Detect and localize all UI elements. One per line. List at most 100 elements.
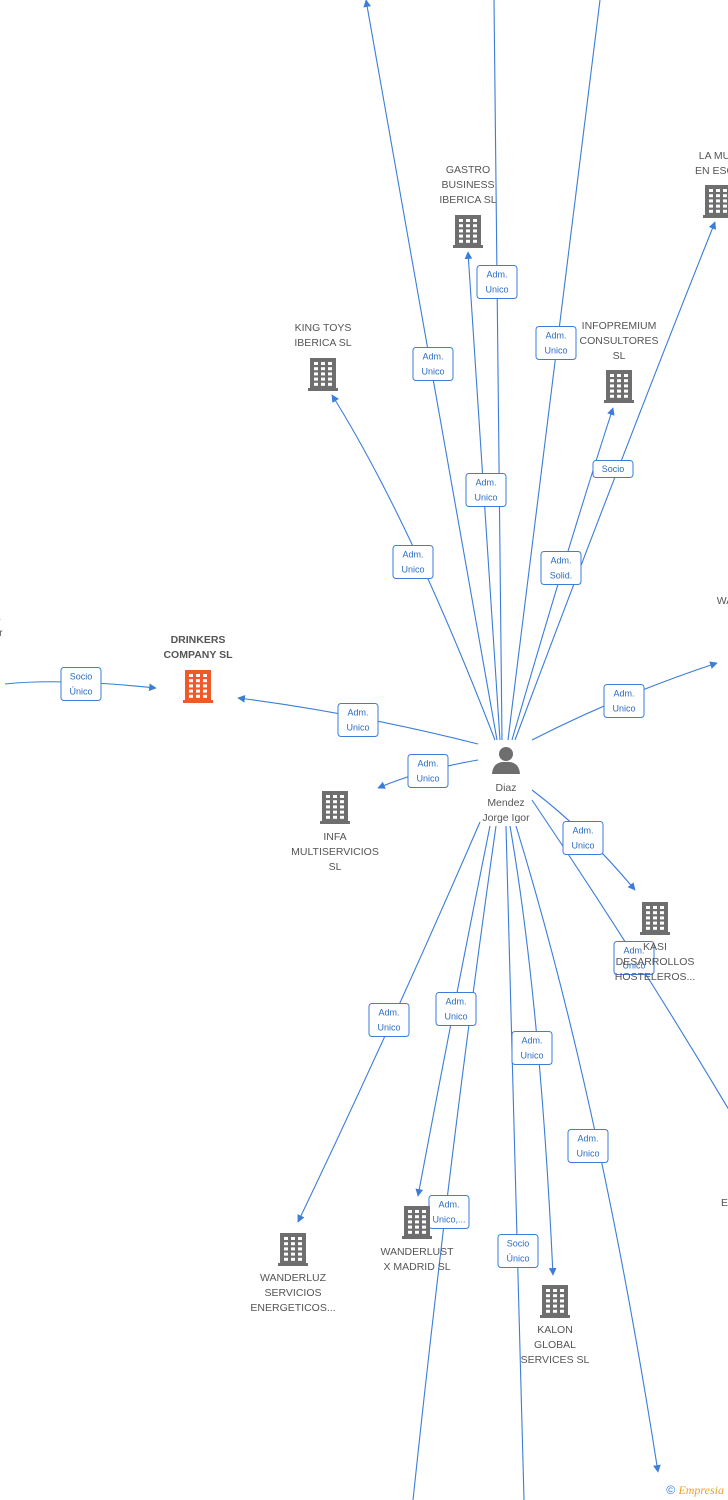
edge-label-text: Adm. — [445, 997, 466, 1007]
company-name-line: SERVICES SL — [521, 1354, 590, 1366]
edge-label-box — [465, 473, 507, 507]
edge-label-text: Unico — [401, 565, 424, 575]
edge-label-box — [540, 551, 582, 585]
edge-label-box — [476, 265, 518, 299]
edge-label-e6[interactable]: Adm.Solid. — [540, 551, 582, 585]
edge-label-e17[interactable]: Adm.Unico — [567, 1129, 609, 1163]
company-name-line: CONSULTORES — [580, 335, 659, 347]
person-name-line: Jorge Igor — [482, 812, 530, 824]
edge-label-e4[interactable]: Adm. Unico — [465, 473, 507, 507]
company-name-line: GASTRO — [446, 164, 490, 176]
edges-layer — [4, 0, 728, 1500]
edge-label-e11[interactable]: Adm.Unico — [562, 821, 604, 855]
edge-label-e1[interactable]: Adm.Unico — [412, 347, 454, 381]
company-name-line: SERVICIOS — [265, 1287, 322, 1299]
copyright-symbol: © — [666, 1483, 676, 1497]
edge-label-e9[interactable]: Adm.Unico — [407, 754, 449, 788]
edge-label-e8[interactable]: Adm.Unico — [337, 703, 379, 737]
company-name-line: WANDERLUZ — [260, 1272, 327, 1284]
edge-label-e15[interactable]: Adm. Unico,... — [428, 1195, 470, 1229]
company-name-line: MULTISERVICIOS — [291, 846, 379, 858]
company-name-line: INFOPREMIUM — [582, 320, 657, 332]
company-node-wanderluz[interactable]: WANDERLUZSERVICIOSENERGETICOS... — [250, 1233, 336, 1314]
edge-label-box — [613, 941, 655, 975]
edge-label-box — [368, 1003, 410, 1037]
edge-label-text: Adm. — [417, 759, 438, 769]
edge-label-e5[interactable]: Adm.Unico — [392, 545, 434, 579]
company-node-mright[interactable]: MSENTE — [721, 1167, 728, 1209]
edge-label-box — [535, 326, 577, 360]
company-name-line: KASI — [643, 941, 667, 953]
company-node-lamusica[interactable]: LA MUSEN ESCE — [695, 150, 728, 218]
footer-brand: © Empresia — [666, 1483, 724, 1498]
company-name-line: GLOBAL — [534, 1339, 576, 1351]
company-name-line: KALON — [537, 1324, 573, 1336]
building-icon — [278, 1233, 308, 1266]
edge-label-text: Unico — [520, 1051, 543, 1061]
company-name-line: ENTE — [721, 1197, 728, 1209]
edge-label-e2[interactable]: Adm.Unico — [476, 265, 518, 299]
company-name-line: DESARROLLOS — [616, 956, 695, 968]
edge-label-box — [392, 545, 434, 579]
edge-label-text: Adm. — [613, 689, 634, 699]
edge-label-text: Unico — [346, 723, 369, 733]
building-icon — [640, 902, 670, 935]
edge-label-text: Unico — [544, 346, 567, 356]
company-name-line: or — [0, 627, 3, 639]
edge-label-e10[interactable]: Adm.Unico — [603, 684, 645, 718]
edge-label-e12[interactable]: Adm.Unico — [613, 941, 655, 975]
edge-e17 — [515, 825, 661, 1473]
company-name-line: HOSTELEROS... — [615, 971, 696, 983]
edge-label-box — [562, 821, 604, 855]
edge-label-box — [497, 1234, 539, 1268]
edge-e7 — [514, 221, 717, 741]
company-name-line: s — [0, 612, 1, 624]
edge-label-box — [435, 992, 477, 1026]
edge-label-text: Único — [506, 1254, 529, 1264]
company-node-kasi[interactable]: KASI DESARROLLOS HOSTELEROS... — [615, 902, 696, 983]
edge-labels-layer: Adm.UnicoAdm.UnicoAdm.UnicoAdm.UnicoAdm.… — [60, 265, 655, 1268]
company-name-line: DRINKERS — [171, 634, 226, 646]
edge-label-e13[interactable]: Adm.Unico — [368, 1003, 410, 1037]
building-icon — [453, 215, 483, 248]
edge-label-text: Unico — [474, 493, 497, 503]
edge-label-text: Unico — [444, 1012, 467, 1022]
edge-label-box — [337, 703, 379, 737]
edge-label-e7[interactable]: Socio — [592, 460, 634, 478]
company-name-line: IBERICA SL — [294, 337, 351, 349]
company-node-kalon[interactable]: KALON GLOBAL SERVICES SL — [521, 1285, 590, 1366]
edge-label-e14[interactable]: Adm. Unico — [435, 992, 477, 1026]
company-node-waright[interactable]: WA — [717, 595, 728, 607]
edge-label-text: Unico — [377, 1023, 400, 1033]
person-icon — [492, 747, 520, 774]
company-name-line: WA — [717, 595, 728, 607]
edge-label-e3[interactable]: Adm.Unico — [535, 326, 577, 360]
building-icon — [540, 1285, 570, 1318]
edge-label-box — [412, 347, 454, 381]
edge-label-text: Unico,... — [432, 1215, 465, 1225]
edge-label-text: Solid. — [550, 571, 573, 581]
company-name-line: IBERICA SL — [439, 194, 496, 206]
edge-label-text: Adm. — [438, 1200, 459, 1210]
company-name-line: SL — [329, 861, 342, 873]
edge-label-text: Adm. — [475, 478, 496, 488]
building-icon — [183, 670, 213, 703]
edge-label-e16[interactable]: Adm.Unico — [511, 1031, 553, 1065]
company-name-line: WANDERLUST — [380, 1246, 454, 1258]
brand-name: Empresia — [678, 1483, 724, 1497]
company-node-leftcut[interactable]: s or — [0, 612, 3, 639]
edge-label-box — [603, 684, 645, 718]
company-node-infopremium[interactable]: INFOPREMIUM CONSULTORES SL — [580, 320, 659, 403]
company-name-line: SL — [613, 350, 626, 362]
edge-label-text: Unico — [421, 367, 444, 377]
